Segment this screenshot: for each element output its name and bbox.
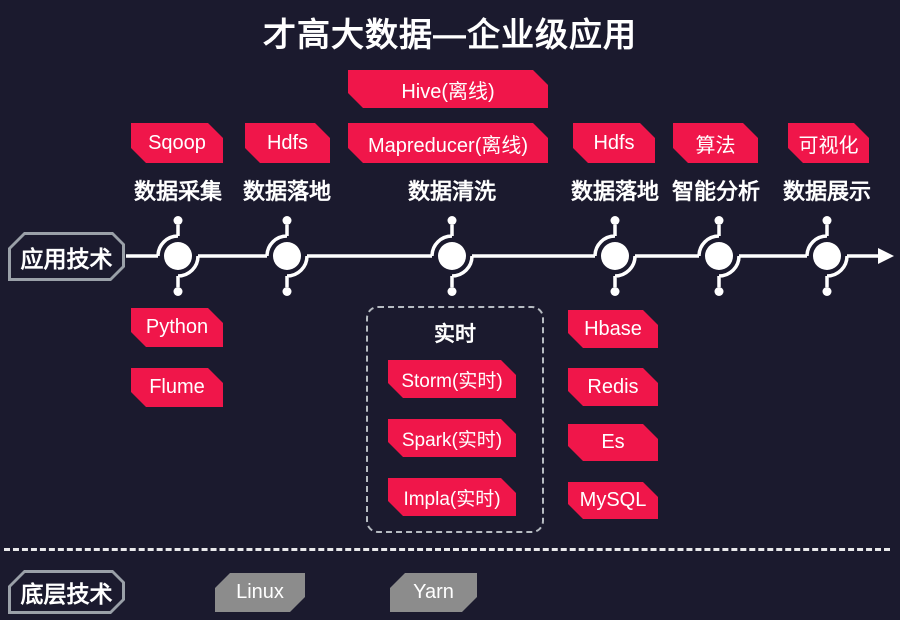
badge-spark: Spark(实时) — [388, 419, 516, 457]
badge-python: Python — [131, 308, 223, 347]
timeline-node — [813, 242, 841, 270]
arrow-right-icon — [878, 248, 894, 264]
timeline-nodes — [164, 216, 894, 296]
timeline-node-dot — [282, 216, 292, 225]
application-layer-tag: 应用技术 — [8, 232, 125, 281]
section-divider — [4, 548, 890, 551]
badge-flume: Flume — [131, 368, 223, 407]
page-title: 才高大数据—企业级应用 — [263, 16, 637, 53]
badge-impla: Impla(实时) — [388, 478, 516, 516]
timeline-node — [273, 242, 301, 270]
badge-linux: Linux — [215, 573, 305, 612]
badge-mysql: MySQL — [568, 482, 658, 519]
badge-visualization: 可视化 — [788, 123, 869, 163]
badge-algorithm: 算法 — [673, 123, 758, 163]
timeline-node-dot — [282, 287, 292, 296]
timeline-node — [164, 242, 192, 270]
base-layer-label: 底层技术 — [11, 573, 122, 611]
badge-storm: Storm(实时) — [388, 360, 516, 398]
badge-redis: Redis — [568, 368, 658, 406]
badge-es: Es — [568, 424, 658, 461]
timeline-node — [438, 242, 466, 270]
timeline-node-dot — [714, 216, 724, 225]
timeline-node — [601, 242, 629, 270]
badge-hdfs-2: Hdfs — [573, 123, 655, 163]
badge-hive: Hive(离线) — [348, 70, 548, 108]
realtime-group-title: 实时 — [434, 323, 476, 346]
timeline-node-dot — [822, 216, 832, 225]
application-layer-label: 应用技术 — [11, 235, 122, 278]
badge-sqoop: Sqoop — [131, 123, 223, 163]
stage-label-cleaning: 数据清洗 — [407, 179, 496, 204]
stage-label-display: 数据展示 — [782, 179, 871, 204]
timeline-track — [126, 225, 878, 287]
badge-hbase: Hbase — [568, 310, 658, 348]
timeline-node-dot — [447, 216, 457, 225]
timeline-node-dot — [447, 287, 457, 296]
timeline-node-dot — [822, 287, 832, 296]
timeline-node-dot — [173, 216, 183, 225]
stage-label-landing-1: 数据落地 — [242, 179, 331, 204]
badge-hdfs-1: Hdfs — [245, 123, 330, 163]
realtime-group-box — [366, 306, 544, 533]
timeline-node-dot — [173, 287, 183, 296]
stage-label-landing-2: 数据落地 — [570, 179, 659, 204]
stage-label-collect: 数据采集 — [133, 179, 222, 204]
base-layer-tag: 底层技术 — [8, 570, 125, 614]
timeline-node-dot — [714, 287, 724, 296]
stage-label-analysis: 智能分析 — [671, 179, 760, 204]
timeline-node-dot — [610, 216, 620, 225]
timeline-node — [705, 242, 733, 270]
timeline-node-dot — [610, 287, 620, 296]
timeline — [126, 216, 894, 296]
badge-mapreducer: Mapreducer(离线) — [348, 123, 548, 163]
badge-yarn: Yarn — [390, 573, 477, 612]
